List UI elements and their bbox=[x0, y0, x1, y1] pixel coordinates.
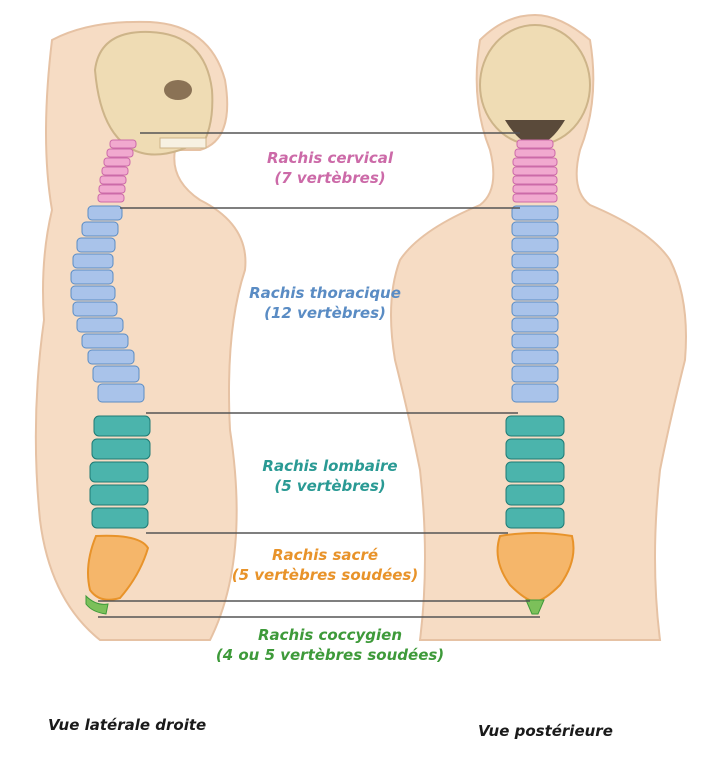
label-thoracic: Rachis thoracique (12 vertèbres) bbox=[215, 283, 435, 323]
label-sacral-name: Rachis sacré bbox=[195, 545, 455, 565]
label-sacral: Rachis sacré (5 vertèbres soudées) bbox=[195, 545, 455, 585]
label-coccyx-count: (4 ou 5 vertèbres soudées) bbox=[180, 645, 480, 665]
label-lumbar-count: (5 vertèbres) bbox=[220, 476, 440, 496]
label-coccyx-name: Rachis coccygien bbox=[180, 625, 480, 645]
posterior-thoracic-vertebrae bbox=[512, 206, 558, 402]
lateral-lumbar-vertebrae bbox=[90, 416, 150, 528]
label-lumbar: Rachis lombaire (5 vertèbres) bbox=[220, 456, 440, 496]
label-thoracic-count: (12 vertèbres) bbox=[215, 303, 435, 323]
posterior-lumbar-vertebrae bbox=[506, 416, 564, 528]
label-cervical: Rachis cervical (7 vertèbres) bbox=[230, 148, 430, 188]
caption-posterior-view: Vue postérieure bbox=[478, 722, 613, 740]
posterior-skull bbox=[480, 25, 590, 145]
posterior-cervical-vertebrae bbox=[513, 140, 557, 202]
label-cervical-name: Rachis cervical bbox=[230, 148, 430, 168]
label-coccyx: Rachis coccygien (4 ou 5 vertèbres soudé… bbox=[180, 625, 480, 665]
label-thoracic-name: Rachis thoracique bbox=[215, 283, 435, 303]
label-sacral-count: (5 vertèbres soudées) bbox=[195, 565, 455, 585]
label-cervical-count: (7 vertèbres) bbox=[230, 168, 430, 188]
caption-lateral-view: Vue latérale droite bbox=[48, 716, 206, 734]
label-lumbar-name: Rachis lombaire bbox=[220, 456, 440, 476]
